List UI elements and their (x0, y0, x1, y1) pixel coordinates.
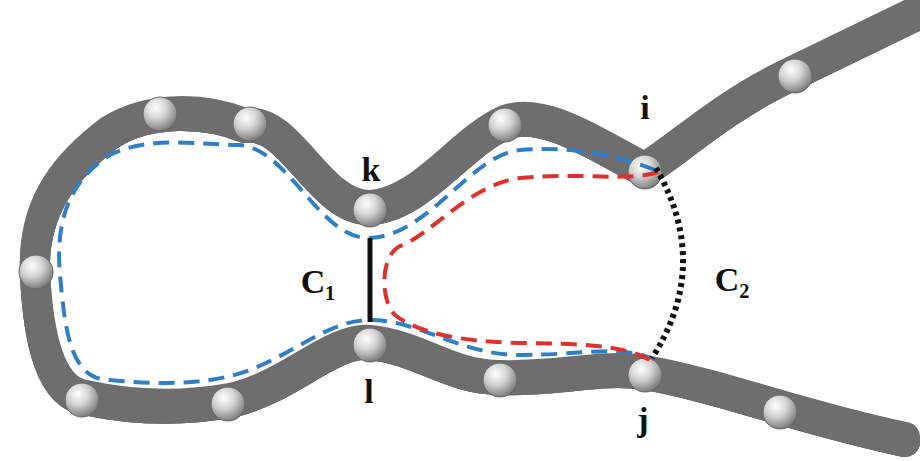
bead-label: l (364, 375, 373, 409)
blue-loop (59, 143, 655, 383)
contact-c1 (368, 238, 373, 322)
contact-label: C₂ (715, 263, 750, 297)
bead-label: j (637, 403, 648, 437)
bead-label: k (362, 153, 381, 187)
beads (19, 59, 812, 429)
contact-label: C₁ (301, 265, 336, 299)
bead-label: i (640, 91, 649, 125)
tube (35, 13, 912, 442)
contact-c2 (652, 168, 683, 358)
red-loop (384, 172, 658, 360)
